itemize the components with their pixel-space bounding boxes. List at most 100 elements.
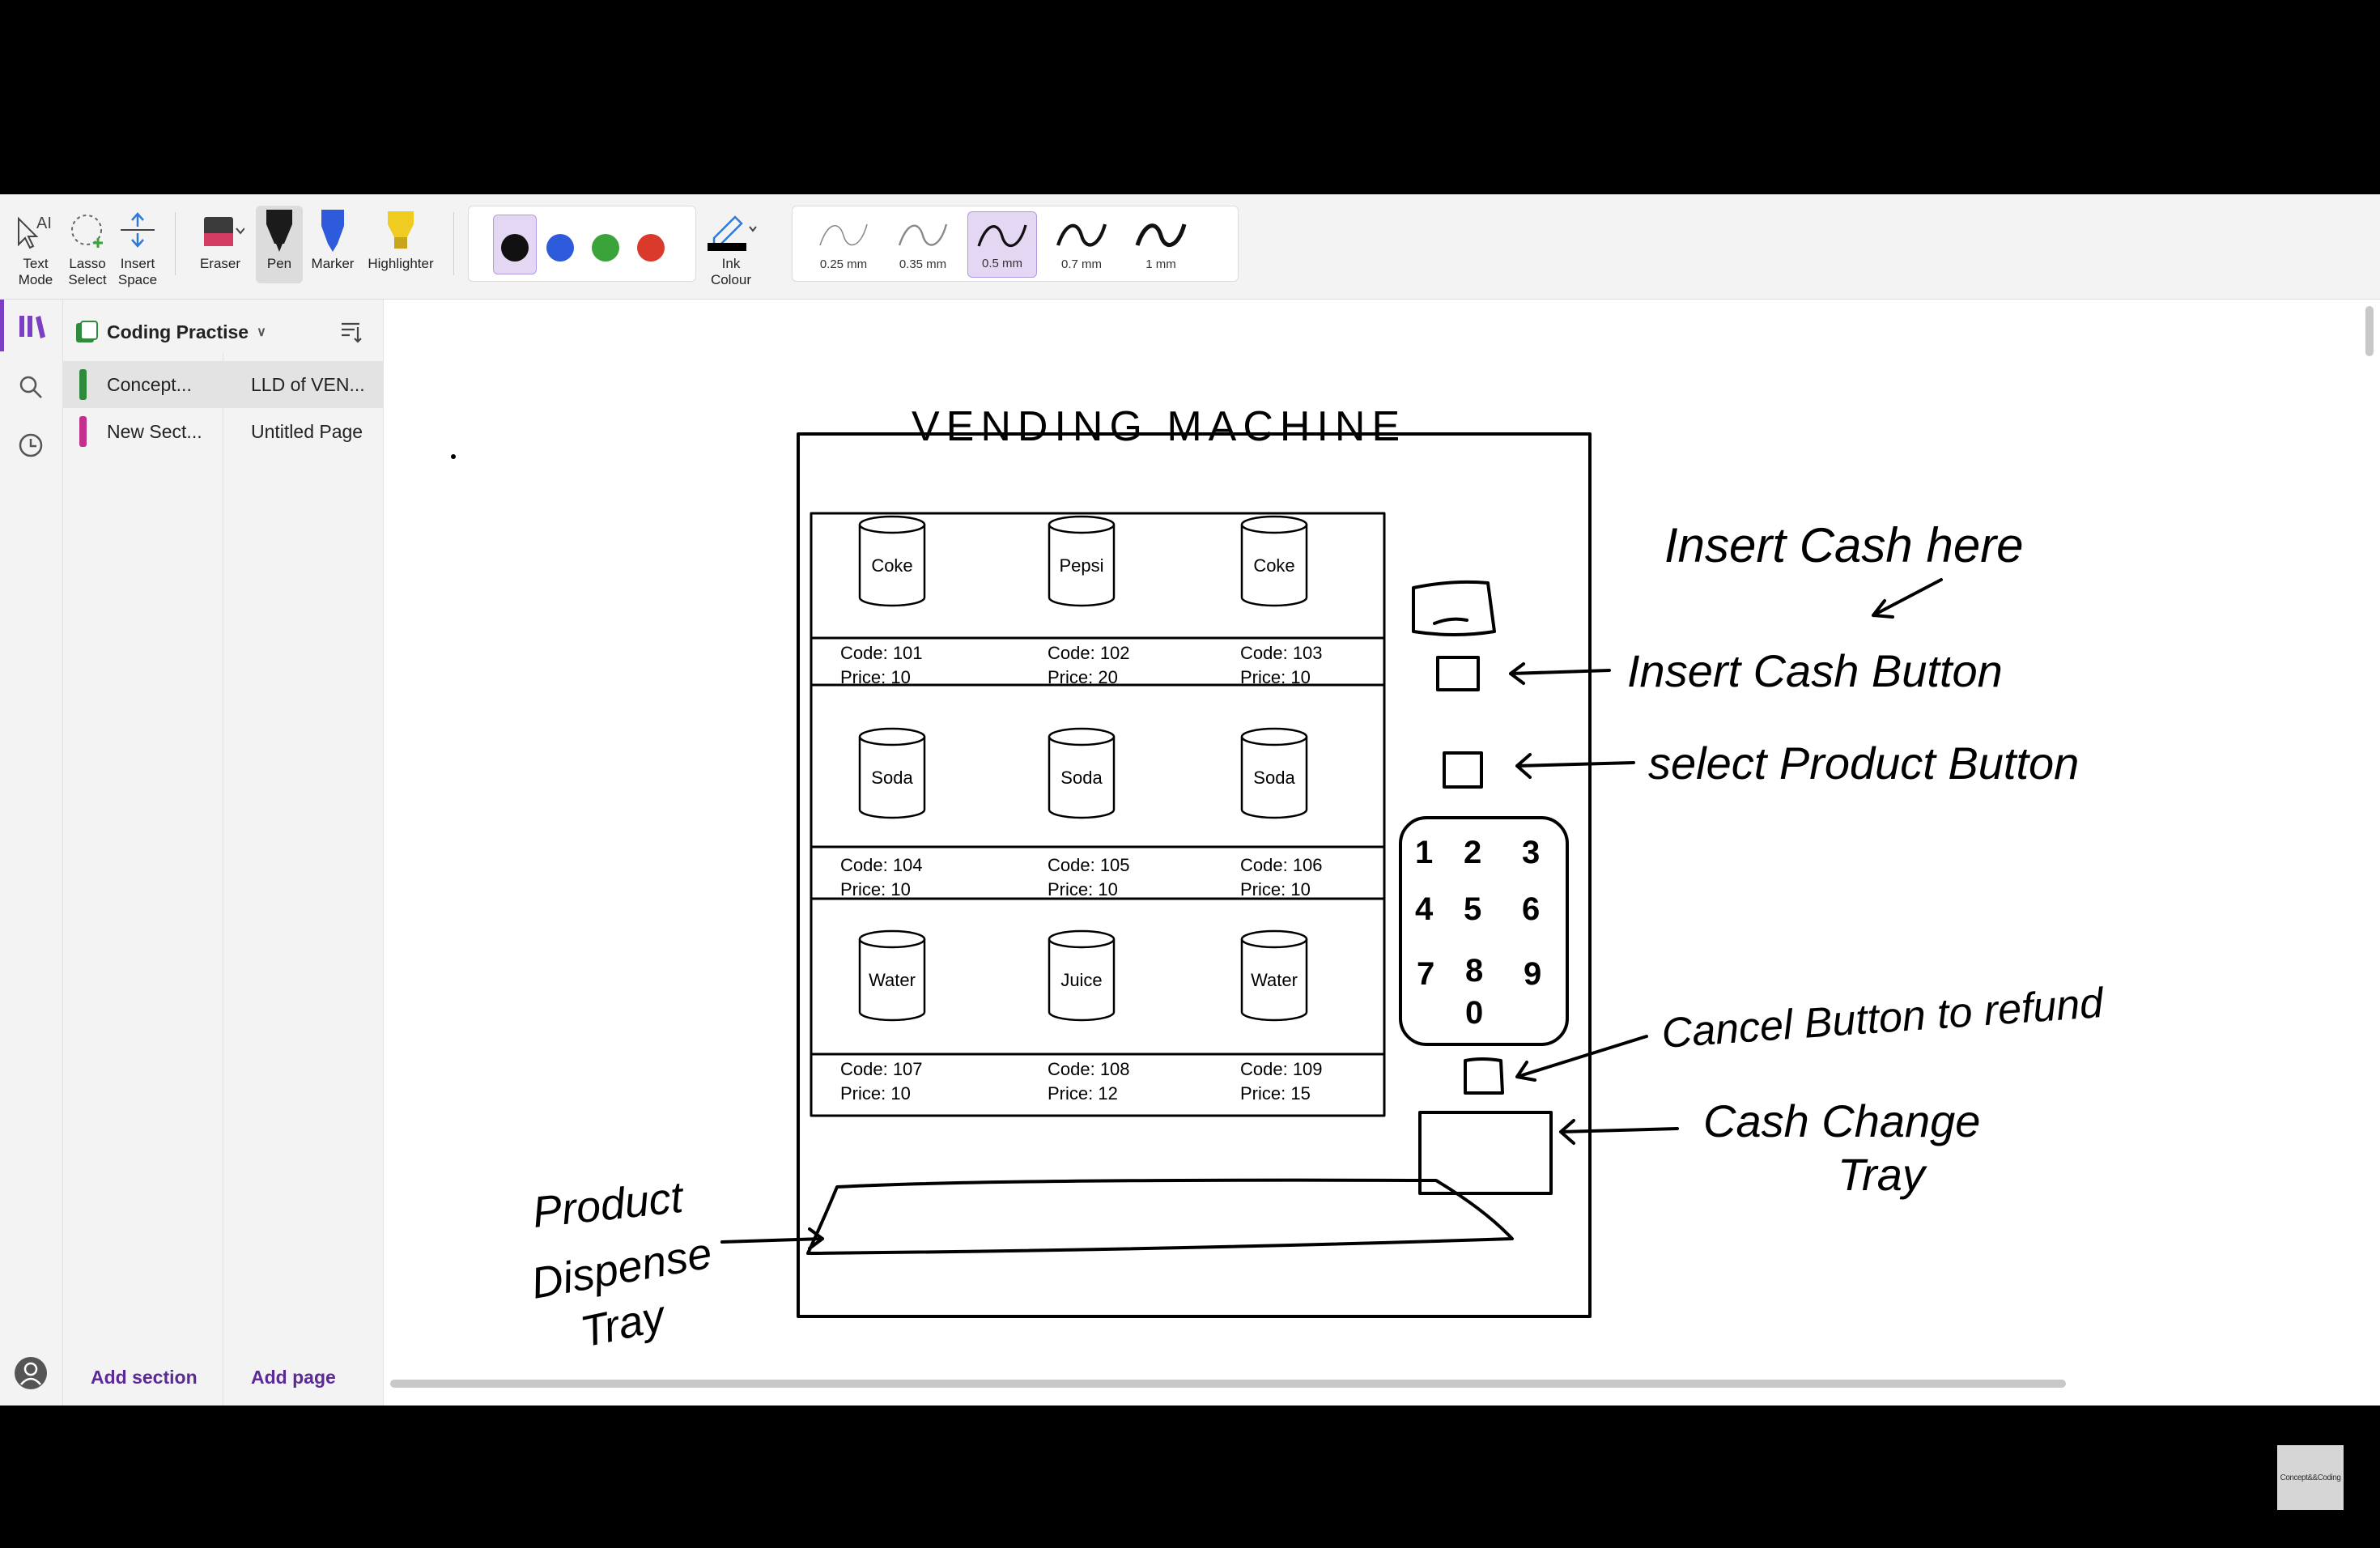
onenote-window: AI Text Mode Lasso Select Insert Space E…: [0, 194, 2380, 1406]
keypad-key: 6: [1522, 891, 1540, 927]
product-price: Price: 15: [1240, 1083, 1311, 1104]
can-lid: [1048, 727, 1116, 746]
section-color-tab: [79, 416, 87, 447]
section-name[interactable]: Concept...: [107, 374, 192, 395]
can-label: Coke: [1253, 555, 1294, 576]
product-price: Price: 10: [1240, 879, 1311, 899]
svg-text:AI: AI: [36, 215, 52, 232]
color-red[interactable]: [637, 234, 665, 262]
account-avatar-icon[interactable]: [15, 1357, 47, 1389]
can-body: [858, 939, 926, 1022]
can-label: Soda: [871, 768, 913, 788]
thickness-label: 0.35 mm: [899, 257, 947, 271]
pen-tool[interactable]: Pen: [256, 206, 303, 283]
notebook-icon: [74, 320, 99, 344]
channel-watermark-logo: Concept&&Coding: [2277, 1445, 2344, 1510]
color-palette: [468, 206, 696, 282]
sort-icon[interactable]: [337, 317, 364, 349]
product-code: Code: 102: [1048, 643, 1130, 663]
stroke-preview-icon: [977, 224, 1027, 248]
color-blue[interactable]: [546, 234, 574, 262]
text-mode-tool[interactable]: AI Text Mode: [11, 206, 60, 288]
product-code: Code: 108: [1048, 1059, 1130, 1079]
notebooks-icon[interactable]: [18, 314, 45, 342]
keypad-key: 5: [1464, 891, 1481, 927]
arrow-cancel: [1515, 1035, 1648, 1082]
notebook-panel: Coding Practise ∨ Concept... LLD of VEN.…: [63, 300, 384, 1406]
thickness-option[interactable]: 1 mm: [1126, 211, 1196, 278]
thickness-option[interactable]: 0.5 mm: [967, 211, 1037, 278]
search-icon[interactable]: [18, 374, 44, 404]
can-body: [1048, 939, 1116, 1022]
thickness-label: 0.25 mm: [819, 257, 868, 271]
product-can: Soda: [1048, 727, 1116, 819]
insert-space-icon: [113, 206, 162, 256]
can-label: Pepsi: [1059, 555, 1103, 576]
keypad-key: 1: [1415, 835, 1433, 870]
can-label: Water: [1251, 970, 1298, 990]
add-page-button[interactable]: Add page: [251, 1367, 336, 1388]
can-body: [1240, 737, 1308, 819]
annotation-dispense-tray: Tray: [576, 1291, 671, 1357]
cash-change-tray-shape: [1418, 1111, 1553, 1195]
section-row[interactable]: New Sect... Untitled Page: [63, 408, 384, 455]
annotation-change-tray: Tray: [1838, 1149, 1927, 1200]
thickness-label: 1 mm: [1145, 257, 1176, 271]
eraser-tool[interactable]: Eraser: [189, 206, 251, 272]
section-row[interactable]: Concept... LLD of VEN...: [63, 361, 384, 408]
notebook-switcher[interactable]: Coding Practise ∨: [74, 316, 266, 348]
thickness-option[interactable]: 0.25 mm: [809, 211, 878, 278]
can-body: [1048, 737, 1116, 819]
can-label: Soda: [1060, 768, 1103, 788]
lasso-select-tool[interactable]: Lasso Select: [62, 206, 113, 288]
insert-space-tool[interactable]: Insert Space: [113, 206, 162, 288]
can-label: Coke: [871, 555, 912, 576]
recent-clock-icon[interactable]: [18, 432, 44, 462]
thickness-option[interactable]: 0.35 mm: [888, 211, 958, 278]
ink-dot: [451, 454, 456, 459]
can-lid: [1048, 929, 1116, 949]
highlighter-tool[interactable]: Highlighter: [361, 206, 440, 272]
thickness-option[interactable]: 0.7 mm: [1047, 211, 1116, 278]
add-section-button[interactable]: Add section: [91, 1367, 198, 1388]
section-name[interactable]: New Sect...: [107, 421, 202, 442]
stroke-preview-icon: [898, 223, 948, 246]
can-lid: [1240, 727, 1308, 746]
product-can: Soda: [1240, 727, 1308, 819]
annotation-insert-cash-button: Insert Cash Button: [1627, 645, 2003, 696]
thickness-label: 0.7 mm: [1060, 257, 1102, 271]
arrow-insert-cash-button: [1509, 662, 1611, 685]
product-can: Juice: [1048, 929, 1116, 1022]
navigation-rail: [0, 300, 63, 1406]
product-code: Code: 101: [840, 643, 923, 663]
page-name[interactable]: Untitled Page: [251, 421, 363, 442]
color-black[interactable]: [501, 234, 529, 262]
can-label: Juice: [1060, 970, 1102, 990]
product-code: Code: 109: [1240, 1059, 1323, 1079]
can-lid: [1240, 929, 1308, 949]
ink-colour-picker[interactable]: Ink Colour: [699, 206, 763, 288]
horizontal-scrollbar[interactable]: [390, 1380, 2066, 1388]
shelf-lines: [811, 636, 1384, 1056]
draw-ribbon: AI Text Mode Lasso Select Insert Space E…: [0, 194, 2380, 300]
highlighter-icon: [361, 206, 440, 256]
color-green[interactable]: [592, 234, 619, 262]
can-lid: [858, 929, 926, 949]
vertical-scrollbar[interactable]: [2365, 306, 2374, 356]
can-lid: [1048, 515, 1116, 534]
product-price: Price: 20: [1048, 667, 1118, 687]
stroke-preview-icon: [1135, 223, 1187, 247]
product-price: Price: 10: [1240, 667, 1311, 687]
product-can: Water: [858, 929, 926, 1022]
page-name[interactable]: LLD of VEN...: [251, 374, 365, 395]
product-rack: [810, 512, 1386, 1117]
annotation-dispense: Dispense: [528, 1229, 716, 1308]
machine-outline: [797, 432, 1592, 1318]
keypad-key: 0: [1465, 995, 1483, 1031]
marker-tool[interactable]: Marker: [308, 206, 358, 272]
